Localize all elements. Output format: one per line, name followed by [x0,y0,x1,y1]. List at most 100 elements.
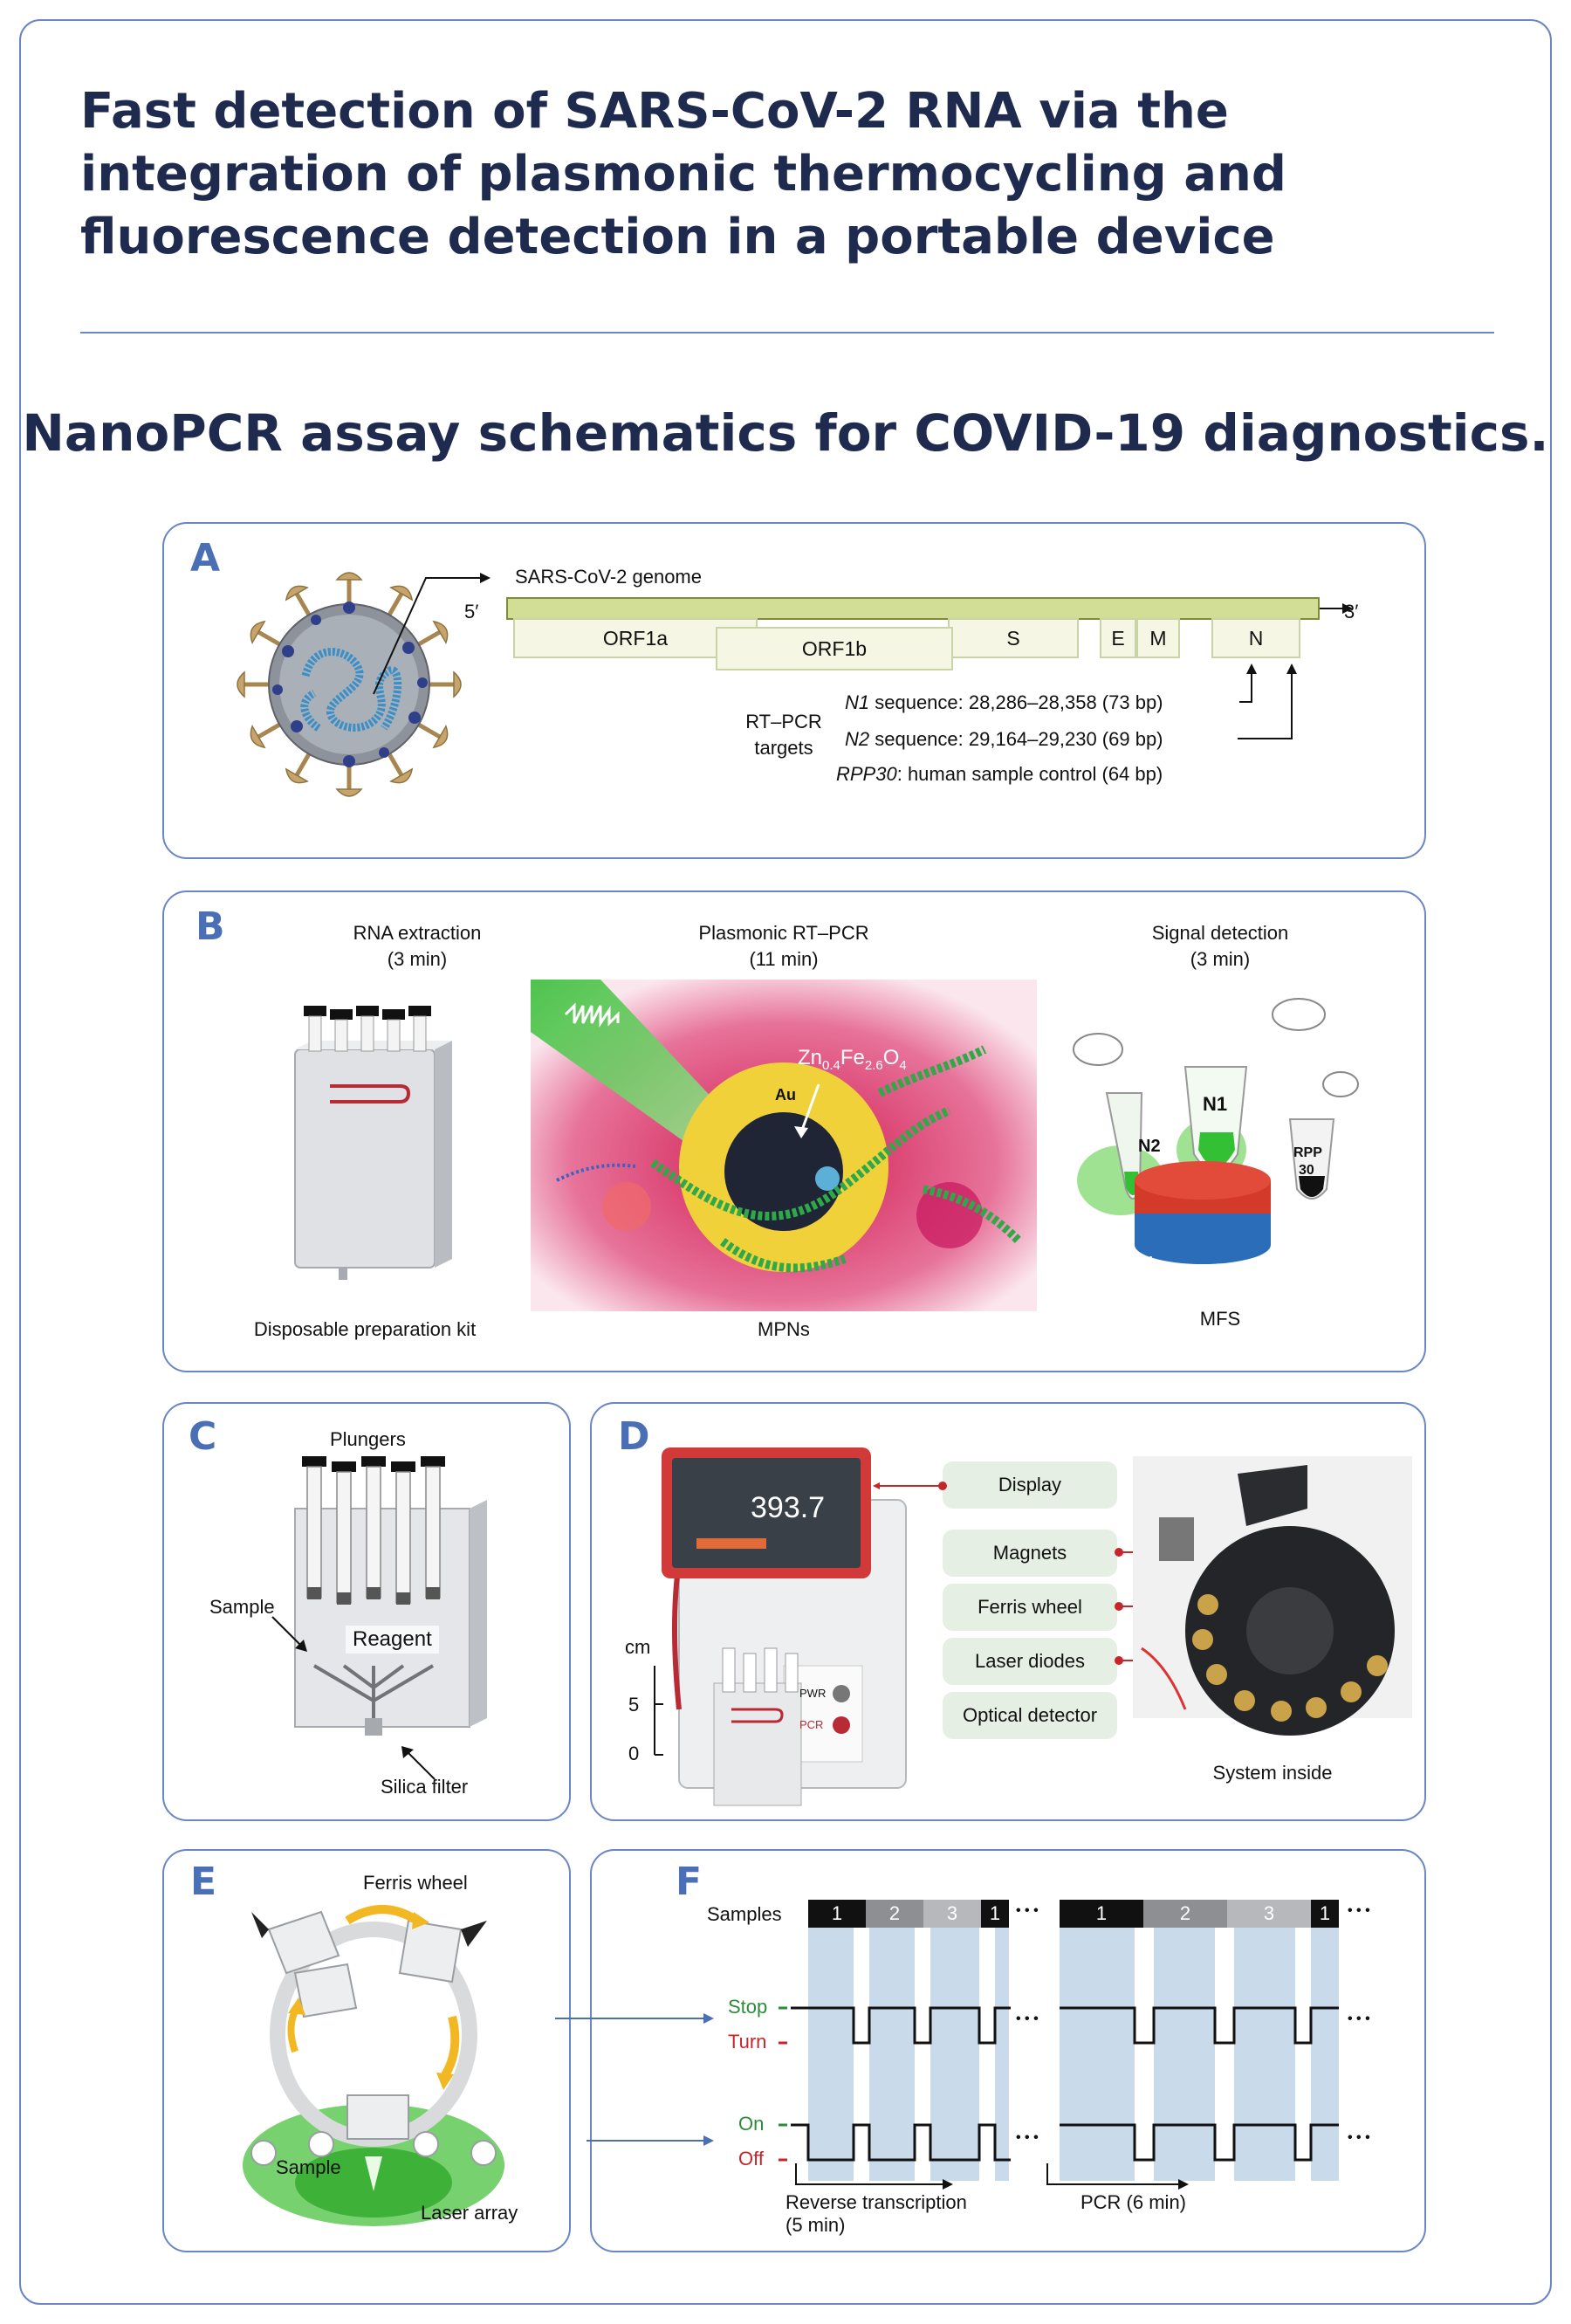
gene-m: M [1136,618,1180,658]
preparation-kit-illustration [294,1006,452,1280]
ellipsis-mid-2: • • • [1348,2011,1370,2026]
off-label: Off [738,2148,764,2169]
system-inside-illustration [1133,1456,1412,1736]
genome-pointer-arrow [373,573,491,695]
system-inside-caption: System inside [1212,1762,1333,1784]
turn-label: Turn [728,2031,767,2052]
title-divider [80,332,1494,333]
plasmonic-rt-pcr-title: Plasmonic RT–PCR [698,922,869,944]
gene-n: N [1211,618,1300,658]
rna-extraction-title: RNA extraction [353,922,482,944]
panel-d-letter: D [618,1414,650,1459]
phase-arrows [795,2163,1189,2190]
gene-orf1b: ORF1b [716,627,953,670]
panel-e-letter: E [190,1860,217,1904]
stop-label: Stop [728,1996,768,2018]
figure-subtitle: NanoPCR assay schematics for COVID-19 di… [22,403,1549,463]
gene-e: E [1100,618,1136,658]
ellipsis-top-2: • • • [1348,1903,1370,1918]
ellipsis-top-1: • • • [1016,1903,1039,1918]
scale-5-label: 5 [628,1694,640,1715]
rt-pcr-targets-line1: RT–PCR [745,711,822,732]
pwr-label: PWR [799,1687,827,1700]
genome-end-arrow [1320,603,1353,614]
tube-n2-label: N2 [1138,1137,1161,1156]
panel-b: B RNA extraction (3 min) Plasmonic RT–PC… [162,890,1426,1372]
rt-phase-label-line1: Reverse transcription [786,2191,967,2213]
scale-0-label: 0 [628,1743,640,1764]
reagent-label: Reagent [346,1626,439,1654]
signal-detection-title: Signal detection [1151,922,1289,944]
panel-f: F Samples 1 2 3 1 • • • 1 2 3 1 • • • [590,1849,1426,2252]
five-prime-label: 5′ [464,601,479,622]
panel-d: D 393.7 PWR PCR cm 5 0 Display Magnets F… [590,1402,1426,1821]
sample-cell-1: 1 [808,1900,866,1928]
magnets-callout: Magnets [943,1530,1117,1577]
panel-c: C Plungers Sample Reagent Silica filter [162,1402,571,1821]
ellipsis-low-2: • • • [1348,2130,1370,2145]
sample-strip-pcr: 1 2 3 1 [1060,1900,1339,1928]
pcr-phase-label: PCR (6 min) [1080,2191,1187,2213]
sample-strip-rt: 1 2 3 1 [808,1900,1030,1928]
gene-s: S [948,618,1079,658]
mpn-illustration [531,980,1037,1311]
device-illustration [662,1447,907,1806]
e-to-f-arrows [555,2013,714,2146]
virus-icon [237,572,462,797]
rna-extraction-time: (3 min) [387,948,448,970]
kit-cutaway-illustration [294,1456,487,1736]
on-label: On [738,2113,765,2135]
sample-cell-p3: 3 [1227,1900,1311,1928]
signal-detection-time: (3 min) [1190,948,1251,970]
sample-cell-p1: 1 [1060,1900,1143,1928]
panel-c-letter: C [189,1414,217,1459]
mfs-caption: MFS [1199,1308,1241,1330]
mfs-illustration [1073,998,1359,1264]
magnet-n-label: N [1142,1254,1153,1271]
panel-e: E Ferris wheel Sample Laser array [162,1849,571,2252]
sample-arrow [271,1616,307,1652]
rt-phase-label-line2: (5 min) [786,2214,846,2236]
mpn-caption: MPNs [758,1318,810,1340]
display-readout: 393.7 [751,1491,826,1524]
laser-array-label: Laser array [421,2202,518,2224]
zinc-ferrite-formula: Zn0.4Fe2.6O4 [798,1046,907,1073]
tube-rpp30-label: 30 [1299,1163,1314,1178]
ferris-wheel-illustration [243,1905,548,2235]
scale-cm-label: cm [625,1636,651,1658]
ellipsis-mid-1: • • • [1016,2011,1039,2026]
optical-detector-callout: Optical detector [943,1692,1117,1739]
panel-a-letter: A [190,536,221,581]
n2-sequence: N2 sequence: 29,164–29,230 (69 bp) [845,728,1163,750]
page-title: Fast detection of SARS-CoV-2 RNA via the… [80,83,1286,265]
plungers-label: Plungers [330,1428,406,1450]
scale-bar [654,1666,663,1756]
tube-n1-label: N1 [1203,1093,1228,1115]
sample-cell-p2: 2 [1143,1900,1227,1928]
ellipsis-low-1: • • • [1016,2130,1039,2145]
silica-filter-label: Silica filter [381,1776,469,1798]
panel-b-letter: B [196,904,225,949]
tube-rpp-label: RPP [1293,1145,1322,1160]
display-callout: Display [943,1461,1117,1509]
kit-caption: Disposable preparation kit [253,1318,477,1340]
genome-bar [506,597,1320,620]
sample-cell-1b: 1 [981,1900,1009,1928]
sample-cell-2: 2 [866,1900,923,1928]
sample-cell-p1b: 1 [1311,1900,1339,1928]
pcr-label: PCR [799,1718,824,1731]
samples-label: Samples [707,1903,782,1925]
timing-diagram [779,1928,1339,2181]
rpp30-control: RPP30: human sample control (64 bp) [836,763,1163,785]
ferris-wheel-callout: Ferris wheel [943,1584,1117,1631]
target-arrows [1238,664,1297,739]
n1-sequence: N1 sequence: 28,286–28,358 (73 bp) [845,691,1163,713]
panel-f-letter: F [676,1860,703,1904]
ferris-wheel-label: Ferris wheel [363,1872,468,1894]
three-prime-label: 3′ [1344,601,1359,622]
laser-diodes-callout: Laser diodes [943,1638,1117,1685]
magnet-s-label: S [1142,1276,1153,1294]
sample-cell-3: 3 [923,1900,981,1928]
au-label: Au [775,1086,796,1104]
rt-pcr-targets-line2: targets [754,737,813,759]
